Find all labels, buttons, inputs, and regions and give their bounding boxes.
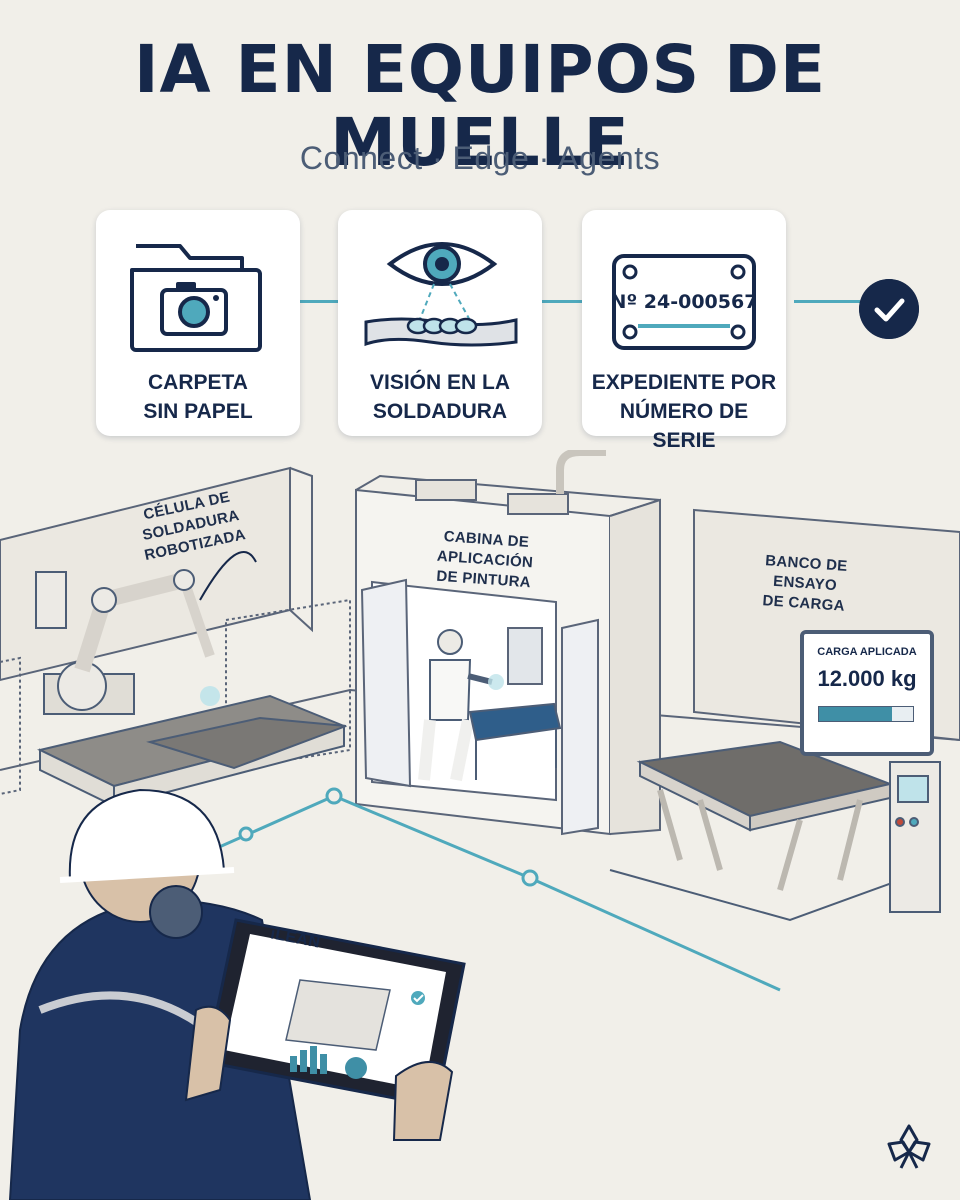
step-label: VISIÓN EN LA SOLDADURA (369, 371, 511, 423)
load-display: CARGA APLICADA 12.000 kg (800, 630, 934, 756)
load-level-bar (818, 706, 914, 722)
step-connector (298, 300, 340, 303)
eye-weld-icon (364, 242, 518, 347)
step-card-serial-record: Nº 24-000567 EXPEDIENTE POR NÚMERO DE SE… (582, 210, 786, 452)
folder-camera-icon (130, 244, 262, 352)
load-test-bench-label: BANCO DE ENSAYO DE CARGA (761, 552, 849, 615)
serial-plate-icon: Nº 24-000567 (611, 254, 758, 350)
factory-floor-illustration (0, 450, 960, 1200)
step-connector (540, 300, 584, 303)
step-label: EXPEDIENTE POR NÚMERO DE SERIE (591, 371, 777, 452)
serial-number-text: Nº 24-000567 (611, 291, 758, 313)
brand-logo-icon (887, 1124, 931, 1169)
page-subtitle: Connect · Edge · Agents (299, 140, 661, 176)
step-label: CARPETA SIN PAPEL (143, 371, 253, 423)
step-card-weld-vision: VISIÓN EN LA SOLDADURA (338, 210, 542, 436)
paint-booth-label: CABINA DE APLICACIÓN DE PINTURA (435, 528, 534, 592)
load-display-value: 12.000 kg (817, 666, 917, 691)
page-title: IA EN EQUIPOS DE MUELLE (133, 31, 827, 181)
step-connector (794, 300, 860, 303)
step-card-paperless-folder: CARPETA SIN PAPEL (96, 210, 300, 436)
checkmark-icon (859, 279, 919, 339)
load-display-label: CARGA APLICADA (817, 646, 917, 658)
